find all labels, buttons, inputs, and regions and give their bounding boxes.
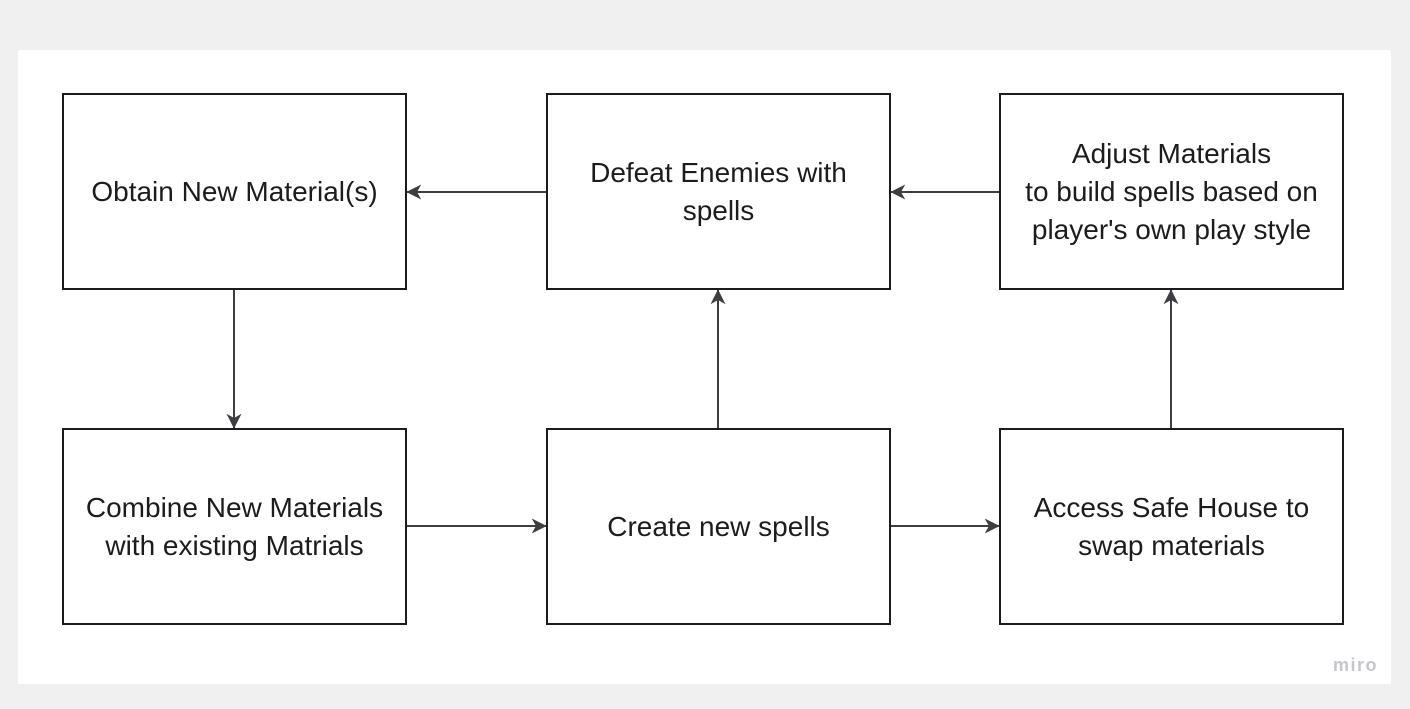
- miro-watermark: miro: [1332, 655, 1378, 675]
- flow-node-adjust-materials[interactable]: Adjust Materials to build spells based o…: [999, 93, 1344, 290]
- connector-layer: [226, 184, 1179, 534]
- node-label: Obtain New Material(s): [91, 175, 378, 207]
- miro-canvas: Obtain New Material(s) Defeat Enemies wi…: [18, 50, 1391, 684]
- flow-node-obtain-new-materials[interactable]: Obtain New Material(s): [62, 93, 407, 290]
- flow-node-combine-materials[interactable]: Combine New Materials with existing Matr…: [62, 428, 407, 625]
- flow-node-defeat-enemies[interactable]: Defeat Enemies with spells: [546, 93, 891, 290]
- node-label: Create new spells: [607, 510, 830, 542]
- node-label: Access Safe House to swap materials: [1033, 491, 1310, 561]
- flow-node-access-safe-house[interactable]: Access Safe House to swap materials: [999, 428, 1344, 625]
- node-label: Adjust Materials to build spells based o…: [1025, 137, 1318, 245]
- node-label: Combine New Materials with existing Matr…: [85, 491, 384, 561]
- flow-node-create-spells[interactable]: Create new spells: [546, 428, 891, 625]
- node-label: Defeat Enemies with spells: [590, 156, 847, 226]
